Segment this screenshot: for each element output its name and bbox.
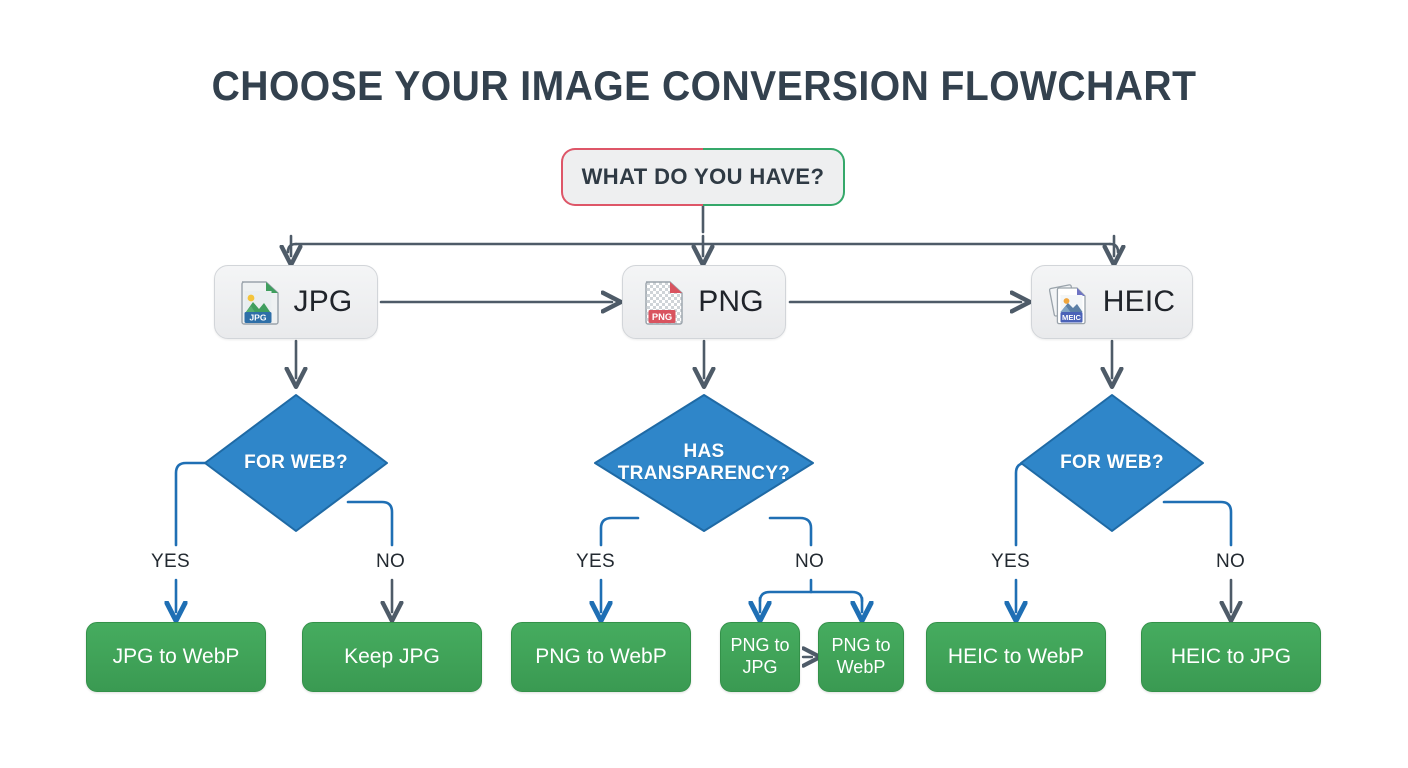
result-node-png-to-webp[interactable]: PNG to WebP [511, 622, 691, 692]
branch-label-heic-yes: YES [991, 551, 1030, 572]
heic-icon-tag: MEIC [1062, 313, 1082, 322]
jpg-icon-tag: JPG [249, 312, 267, 322]
result-label-keep-jpg: Keep JPG [344, 645, 440, 669]
diamond-shape-heic [1020, 394, 1204, 532]
start-node-label: WHAT DO YOU HAVE? [581, 164, 825, 189]
wire-png-no-split [758, 590, 864, 603]
format-node-png[interactable]: PNG PNG [622, 265, 786, 339]
result-node-heic-to-jpg[interactable]: HEIC to JPG [1141, 622, 1321, 692]
decision-node-png[interactable]: HAS TRANSPARENCY? [592, 392, 816, 534]
wire-jpg-yes-elbow [174, 461, 212, 547]
png-icon-tag: PNG [652, 311, 672, 322]
result-node-keep-jpg[interactable]: Keep JPG [302, 622, 482, 692]
result-node-heic-to-webp[interactable]: HEIC to WebP [926, 622, 1106, 692]
result-label-heic-to-jpg: HEIC to JPG [1170, 645, 1292, 669]
branch-label-jpg-no: NO [376, 551, 406, 572]
branch-label-heic-no: NO [1216, 551, 1246, 572]
format-label-heic: HEIC [1102, 285, 1176, 318]
format-label-jpg: JPG [293, 285, 353, 318]
branch-label-png-yes: YES [576, 551, 615, 572]
result-node-png-to-jpg[interactable]: PNG to JPG [720, 622, 800, 692]
start-node[interactable]: WHAT DO YOU HAVE? [561, 148, 845, 206]
result-node-png-to-webp-alt[interactable]: PNG to WebP [818, 622, 904, 692]
result-label-heic-to-webp: HEIC to WebP [947, 645, 1085, 669]
wire-png-no-elbow [768, 516, 813, 547]
page-title: CHOOSE YOUR IMAGE CONVERSION FLOWCHART [211, 62, 1197, 109]
result-label-png-to-webp-alt: PNG to WebP [831, 635, 891, 677]
decision-node-jpg[interactable]: FOR WEB? [202, 392, 390, 534]
wire-jpg-no-elbow [346, 500, 394, 547]
result-label-png-to-webp: PNG to WebP [535, 645, 667, 669]
format-node-heic[interactable]: MEIC HEIC [1031, 265, 1193, 339]
heic-file-icon: MEIC [1048, 284, 1086, 325]
diamond-shape-png [594, 394, 814, 532]
result-label-png-to-jpg: PNG to JPG [730, 635, 790, 677]
jpg-file-icon: JPG [240, 281, 279, 325]
diamond-shape-jpg [204, 394, 388, 532]
result-node-jpg-to-webp[interactable]: JPG to WebP [86, 622, 266, 692]
decision-node-heic[interactable]: FOR WEB? [1018, 392, 1206, 534]
wire-heic-no-elbow [1162, 500, 1233, 547]
branch-label-png-no: NO [795, 551, 825, 572]
wire-png-yes-elbow [599, 516, 640, 547]
branch-label-jpg-yes: YES [151, 551, 190, 572]
png-file-icon: PNG [645, 281, 683, 325]
result-label-jpg-to-webp: JPG to WebP [112, 645, 240, 669]
format-label-png: PNG [698, 285, 764, 318]
format-node-jpg[interactable]: JPG JPG [214, 265, 378, 339]
